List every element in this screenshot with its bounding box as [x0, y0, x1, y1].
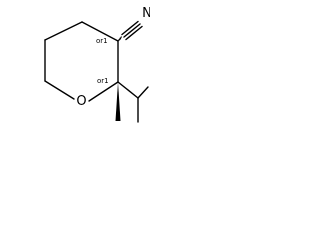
bonds [44, 20, 149, 123]
bond-ch-me2 [137, 86, 149, 99]
bond-o-c2 [88, 81, 119, 102]
bond-c6-o [44, 80, 75, 100]
hashed-wedge-bond [117, 36, 122, 42]
bond-nitrile-1 [123, 23, 141, 38]
bond-c4-c3 [81, 21, 119, 42]
molecule-structure: O N or1 or1 [44, 6, 150, 123]
bond-nitrile-2 [121, 20, 139, 36]
stereo-label-c2: or1 [97, 77, 109, 85]
bond-c4-c5 [44, 21, 83, 41]
nitrogen-atom-label: N [142, 6, 150, 21]
bond-nitrile-3 [125, 25, 143, 41]
oxygen-atom-label: O [76, 94, 86, 109]
stereo-label-c3: or1 [96, 37, 108, 45]
solid-wedge-bond [115, 82, 121, 121]
bond-c2-ch [117, 81, 139, 99]
